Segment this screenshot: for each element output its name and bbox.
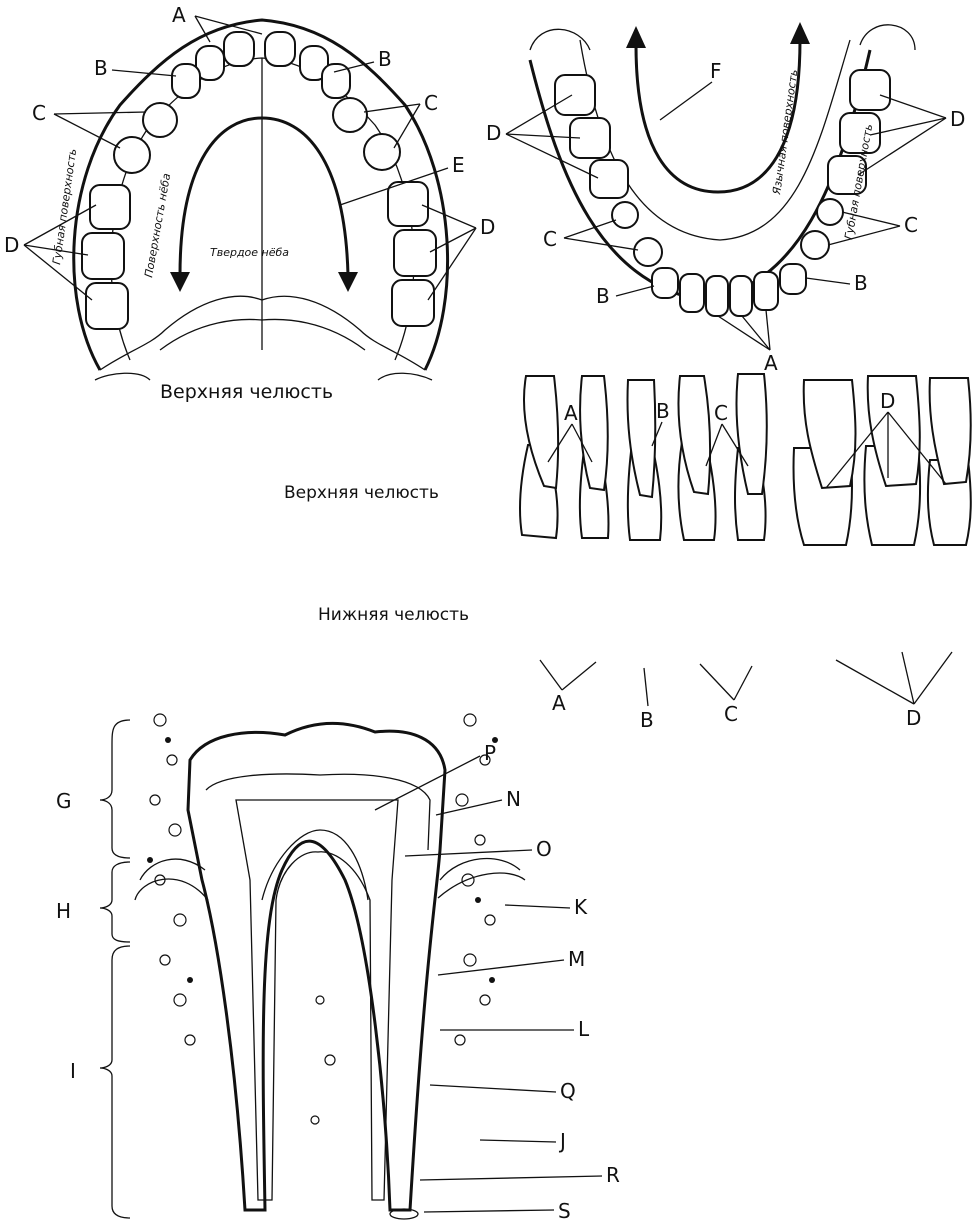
upper-premolar-right-1 (332, 97, 368, 133)
gingiva (139, 857, 521, 881)
lower-label-d-left: D (486, 121, 501, 145)
upper-label-d-right: D (480, 215, 495, 239)
lower-lateral-incisor-left (679, 273, 705, 313)
alveolar-bone (149, 713, 496, 1125)
upper-molar-left-3 (85, 282, 129, 330)
tooth-cross-section: G H I P N O K M L Q J R S (56, 713, 620, 1223)
lower-label-f: F (710, 59, 722, 83)
tooth-types: Верхняя челюсть Нижняя челюсть A B C D A… (284, 373, 972, 732)
upper-molar-left-1 (89, 184, 131, 230)
section-label-r: R (606, 1163, 620, 1187)
types-label-c-top: C (714, 401, 728, 425)
lower-label-d-right: D (950, 107, 965, 131)
types-label-a-bottom: A (552, 691, 566, 715)
section-label-l: L (578, 1017, 590, 1041)
upper-label-c-right: C (424, 91, 438, 115)
hard-palate-text: Твердое нёба (210, 246, 289, 259)
lower-lateral-incisor (579, 375, 609, 492)
lower-molar-left-3 (589, 159, 629, 199)
upper-molar-right-1 (387, 181, 429, 227)
upper-palatal-surface-text: Поверхность нёба (142, 172, 173, 278)
lower-premolar-left-2 (633, 237, 663, 267)
upper-lateral-incisor-left (195, 45, 225, 81)
lower-premolar-left-1 (611, 201, 639, 229)
section-label-j: J (558, 1129, 566, 1153)
lower-lateral-incisor-right (753, 271, 779, 311)
upper-premolar-left-1 (142, 102, 178, 138)
lower-second-premolar (735, 373, 768, 495)
lower-canine-left (651, 267, 679, 299)
section-label-g: G (56, 789, 72, 813)
section-label-n: N (506, 787, 521, 811)
lower-second-molar (866, 375, 921, 488)
upper-molar-right-2 (393, 229, 437, 277)
lower-label-b-left: B (596, 284, 610, 308)
enamel-dentin-junction (205, 773, 431, 851)
upper-arch-caption: Верхняя челюсть (160, 381, 333, 403)
lower-premolar-right-1 (816, 198, 844, 226)
types-label-d-bottom: D (906, 706, 921, 730)
lower-label-c-left: C (543, 227, 557, 251)
upper-incisor-right (264, 31, 296, 67)
lower-molar-right-1 (849, 69, 891, 111)
row-lower-caption: Нижняя челюсть (318, 605, 469, 625)
upper-label-d-left: D (4, 233, 19, 257)
lower-lingual-surface-text: Язычная поверхность (770, 69, 801, 197)
types-label-d-top: D (880, 389, 895, 413)
lower-first-premolar (677, 375, 712, 496)
upper-molar-right-3 (391, 279, 435, 327)
upper-molar-left-2 (81, 232, 125, 280)
upper-premolar-right-2 (363, 133, 401, 171)
upper-label-b-right: B (378, 47, 392, 71)
lower-molar-left-1 (554, 74, 596, 116)
section-label-i: I (70, 1059, 76, 1083)
types-label-c-bottom: C (724, 702, 738, 726)
types-label-a-top: A (564, 401, 578, 425)
bracket-h (99, 861, 131, 943)
upper-label-c-left: C (32, 101, 46, 125)
apical-foramen (389, 1208, 419, 1220)
section-label-m: M (568, 947, 585, 971)
upper-label-a: A (172, 3, 186, 27)
section-label-s: S (558, 1199, 571, 1223)
pulp-cavity (235, 799, 399, 1201)
section-label-q: Q (560, 1079, 576, 1103)
lower-incisor-left (705, 275, 729, 317)
section-label-k: K (574, 895, 588, 919)
upper-premolar-left-2 (113, 136, 151, 174)
lower-label-c-right: C (904, 213, 918, 237)
lower-premolar-right-2 (800, 230, 830, 260)
section-label-h: H (56, 899, 71, 923)
upper-arch: A B B C C D D E Губная поверхность Повер… (4, 3, 495, 403)
upper-canine-right (321, 63, 351, 99)
lower-canine-right (779, 263, 807, 295)
upper-canine-left (171, 63, 201, 99)
lower-molar-right-3 (827, 155, 867, 195)
types-label-b-bottom: B (640, 708, 654, 732)
upper-incisor-left (223, 31, 255, 67)
upper-lateral-incisor-right (299, 45, 329, 81)
upper-label-b-left: B (94, 56, 108, 80)
section-label-p: P (484, 741, 496, 765)
types-label-b-top: B (656, 399, 670, 423)
bracket-g (99, 719, 131, 859)
lower-label-a: A (764, 351, 778, 375)
lower-first-molar (802, 379, 857, 490)
upper-label-e: E (452, 153, 465, 177)
lower-arch: F D D C C B B A Язычная поверхность Губн… (486, 22, 965, 375)
lower-canine (626, 379, 657, 499)
bracket-i (99, 945, 131, 1219)
row-upper-caption: Верхняя челюсть (284, 483, 439, 503)
lower-incisor-right (729, 275, 753, 317)
tooth-outline (186, 721, 447, 1212)
lower-third-molar (928, 377, 972, 486)
section-label-o: O (536, 837, 552, 861)
lower-label-b-right: B (854, 271, 868, 295)
